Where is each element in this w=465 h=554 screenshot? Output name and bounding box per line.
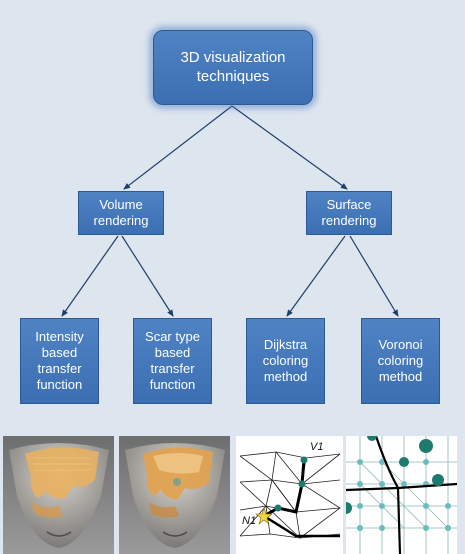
intensity-render-image bbox=[3, 436, 114, 554]
connector-root-surface bbox=[231, 105, 348, 190]
node-label: Dijkstra coloring method bbox=[262, 336, 309, 385]
scar-type-render-image bbox=[119, 436, 230, 554]
node-scar-type-based-transfer-function: Scar type based transfer function bbox=[133, 318, 212, 404]
dijkstra-mesh-image: V1 N1 bbox=[236, 436, 343, 554]
node-label: Voronoi coloring method bbox=[377, 336, 424, 385]
node-volume-rendering: Volume rendering bbox=[78, 191, 164, 235]
connector-surface-dijkstra bbox=[286, 235, 346, 317]
node-intensity-based-transfer-function: Intensity based transfer function bbox=[20, 318, 99, 404]
node-3d-visualization-techniques: 3D visualization techniques bbox=[153, 30, 313, 105]
node-label: Scar type based transfer function bbox=[145, 328, 200, 393]
voronoi-grid-image bbox=[346, 436, 457, 554]
node-label: Intensity based transfer function bbox=[35, 328, 84, 393]
n1-label: N1 bbox=[242, 515, 256, 527]
node-surface-rendering: Surface rendering bbox=[306, 191, 392, 235]
v1-label: V1 bbox=[310, 441, 323, 453]
node-label: 3D visualization techniques bbox=[180, 48, 286, 85]
node-voronoi-coloring-method: Voronoi coloring method bbox=[361, 318, 440, 404]
connector-volume-intensity bbox=[61, 235, 119, 317]
node-dijkstra-coloring-method: Dijkstra coloring method bbox=[246, 318, 325, 404]
node-label: Volume rendering bbox=[93, 196, 149, 228]
connector-volume-scar bbox=[121, 235, 174, 317]
connector-root-volume bbox=[123, 105, 233, 190]
node-label: Surface rendering bbox=[321, 196, 377, 228]
connector-surface-voronoi bbox=[349, 235, 399, 317]
